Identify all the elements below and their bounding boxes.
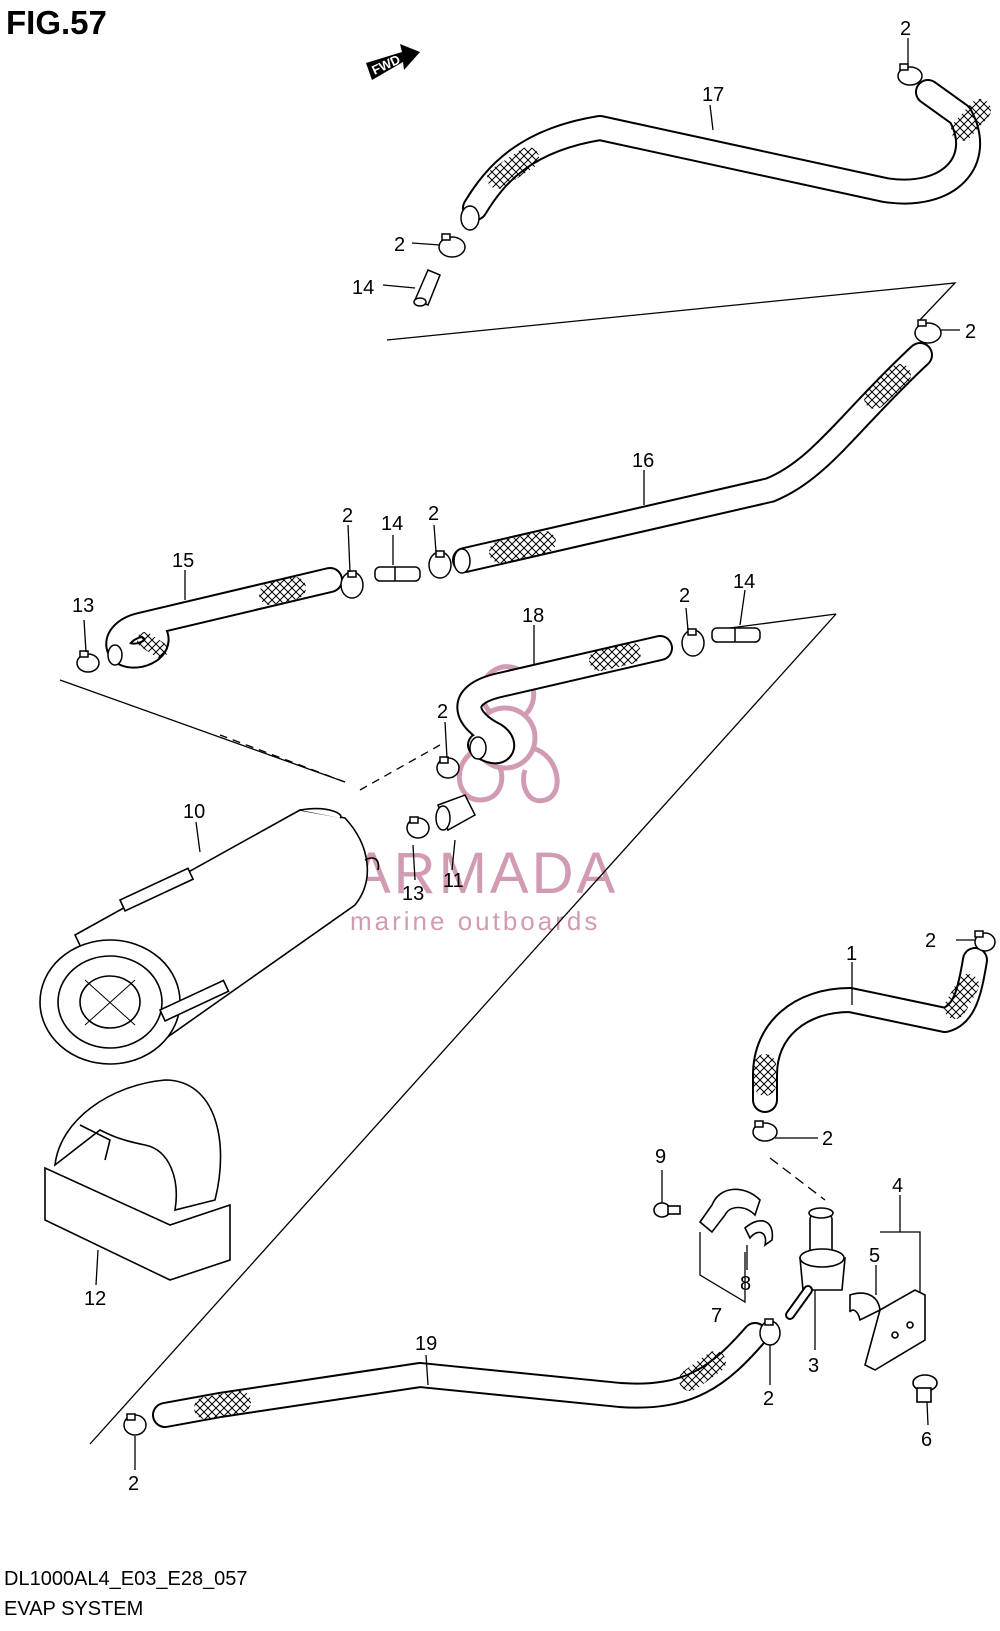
- clamp-2-i: [752, 1120, 778, 1142]
- callout-7: 7: [711, 1305, 722, 1327]
- fwd-label: FWD: [369, 52, 402, 78]
- leader-lines: [59, 282, 957, 1445]
- watermark-tagline: marine outboards: [350, 906, 600, 936]
- callout-2-b: 2: [394, 234, 405, 256]
- hose-1: [752, 947, 988, 1113]
- callout-2-a: 2: [900, 18, 911, 40]
- callout-2-h: 2: [925, 930, 936, 952]
- callout-5: 5: [869, 1245, 880, 1267]
- callout-6: 6: [921, 1429, 932, 1451]
- clamp-2-d: [340, 570, 364, 599]
- clamp-2-f: [681, 628, 705, 657]
- bolt-9: [653, 1202, 681, 1218]
- fitting-14-right: [711, 627, 761, 643]
- bracket-7: [698, 1188, 761, 1234]
- system-name: EVAP SYSTEM: [4, 1598, 144, 1620]
- clamp-2-j: [759, 1318, 781, 1346]
- fwd-arrow: FWD: [366, 44, 420, 80]
- callout-8: 8: [740, 1273, 751, 1295]
- callout-12: 12: [84, 1288, 106, 1310]
- callout-16: 16: [632, 450, 654, 472]
- callout-4: 4: [892, 1175, 903, 1197]
- callout-14-a: 14: [352, 277, 374, 299]
- callout-2-i: 2: [822, 1128, 833, 1150]
- drawing-code: DL1000AL4_E03_E28_057: [4, 1568, 248, 1590]
- callout-10: 10: [183, 801, 205, 823]
- clip-5: [849, 1292, 881, 1322]
- callout-leaders: [83, 38, 975, 1470]
- canister-10: [39, 807, 380, 1065]
- callout-13-b: 13: [402, 883, 424, 905]
- callout-11: 11: [443, 870, 464, 892]
- callout-2-j: 2: [763, 1388, 774, 1410]
- callout-labels: 2 17 2 14 2 16 2 14 2 15 13 18 2 14 2 10…: [72, 18, 976, 1495]
- clamp-13-a: [76, 650, 100, 673]
- callout-19: 19: [415, 1333, 437, 1355]
- callout-2-g: 2: [437, 701, 448, 723]
- hose-15: [105, 567, 343, 669]
- watermark-brand: ARMADA: [352, 841, 618, 906]
- callout-17: 17: [702, 84, 724, 106]
- callout-1: 1: [846, 943, 857, 965]
- fitting-14-top: [413, 269, 441, 307]
- callout-18: 18: [522, 605, 544, 627]
- clamp-13-b: [406, 816, 430, 839]
- bolt-6: [912, 1374, 938, 1403]
- hose-19: [152, 1322, 768, 1428]
- clamp-parts: [76, 63, 996, 1436]
- callout-13-a: 13: [72, 595, 94, 617]
- clamp-2-g: [436, 756, 460, 779]
- callout-14-c: 14: [733, 571, 755, 593]
- callout-2-e: 2: [428, 503, 439, 525]
- hose-17: [460, 79, 991, 231]
- clip-8: [744, 1220, 774, 1247]
- clamp-2-a: [897, 63, 923, 86]
- callout-14-b: 14: [381, 513, 403, 535]
- callout-2-d: 2: [342, 505, 353, 527]
- watermark-logo: ARMADA marine outboards: [350, 664, 618, 936]
- figure-title: FIG.57: [6, 4, 107, 41]
- clamp-2-e: [428, 550, 452, 579]
- callout-9: 9: [655, 1146, 666, 1168]
- clamp-2-b: [438, 233, 466, 258]
- hose-18: [456, 635, 673, 765]
- hose-11: [435, 794, 476, 832]
- valve-3: [785, 1207, 846, 1320]
- hose-16: [452, 342, 933, 574]
- callout-2-k: 2: [128, 1473, 139, 1495]
- callout-15: 15: [172, 550, 194, 572]
- callout-3: 3: [808, 1355, 819, 1377]
- callout-2-f: 2: [679, 585, 690, 607]
- clamp-2-h: [974, 930, 996, 952]
- callout-2-c: 2: [965, 321, 976, 343]
- holder-12: [44, 1079, 231, 1281]
- clamp-2-c: [914, 319, 942, 344]
- clamp-2-k: [123, 1413, 147, 1436]
- fitting-14-mid: [374, 566, 421, 582]
